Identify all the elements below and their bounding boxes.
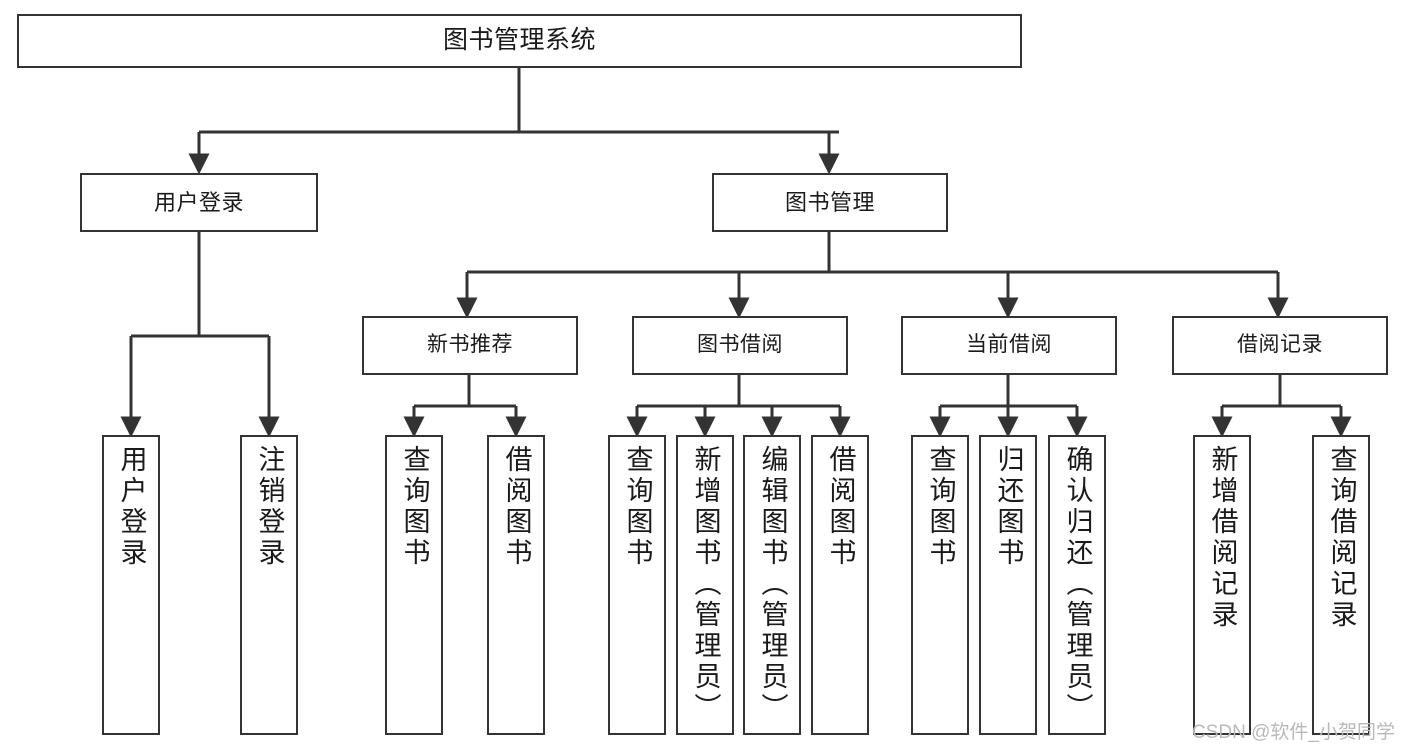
node-label: 编辑图书（管理员）	[757, 445, 788, 724]
leaf-borrow-edit-book-admin[interactable]: 编辑图书（管理员）	[743, 435, 801, 735]
node-current-borrow[interactable]: 当前借阅	[901, 316, 1117, 375]
node-label: 图书管理系统	[442, 26, 596, 55]
node-label: 图书借阅	[697, 333, 783, 357]
node-root-system[interactable]: 图书管理系统	[17, 14, 1022, 68]
node-label: 查询借阅记录	[1326, 445, 1357, 631]
node-book-management[interactable]: 图书管理	[712, 173, 948, 232]
leaf-borrow-query-book[interactable]: 查询图书	[608, 435, 666, 735]
node-label: 新书推荐	[427, 333, 513, 357]
leaf-borrow-borrow-book[interactable]: 借阅图书	[811, 435, 869, 735]
leaf-recommend-borrow-book[interactable]: 借阅图书	[487, 435, 545, 735]
node-label: 查询图书	[399, 445, 430, 569]
leaf-user-login-login[interactable]: 用户登录	[102, 435, 160, 735]
node-user-login[interactable]: 用户登录	[80, 173, 318, 232]
node-label: 查询图书	[622, 445, 653, 569]
node-label: 用户登录	[153, 189, 244, 215]
node-borrow-record[interactable]: 借阅记录	[1172, 316, 1388, 375]
watermark: CSDN @软件_小贺同学	[1192, 722, 1395, 743]
node-label: 用户登录	[116, 445, 147, 569]
leaf-current-return-book[interactable]: 归还图书	[979, 435, 1037, 735]
node-label: 借阅图书	[825, 445, 856, 569]
node-label: 查询图书	[925, 445, 956, 569]
leaf-record-add-record[interactable]: 新增借阅记录	[1193, 435, 1251, 735]
node-label: 借阅记录	[1237, 333, 1323, 357]
node-label: 新增借阅记录	[1207, 445, 1238, 631]
leaf-user-login-logout[interactable]: 注销登录	[240, 435, 298, 735]
node-label: 新增图书（管理员）	[690, 445, 721, 724]
node-book-borrow[interactable]: 图书借阅	[632, 316, 848, 375]
node-label: 当前借阅	[966, 333, 1052, 357]
leaf-record-query-record[interactable]: 查询借阅记录	[1312, 435, 1370, 735]
leaf-recommend-query-book[interactable]: 查询图书	[385, 435, 443, 735]
node-label: 归还图书	[993, 445, 1024, 569]
leaf-borrow-add-book-admin[interactable]: 新增图书（管理员）	[676, 435, 734, 735]
leaf-current-confirm-return-admin[interactable]: 确认归还（管理员）	[1048, 435, 1106, 735]
node-new-book-recommend[interactable]: 新书推荐	[362, 316, 578, 375]
leaf-current-query-book[interactable]: 查询图书	[911, 435, 969, 735]
node-label: 图书管理	[784, 189, 875, 215]
node-label: 注销登录	[254, 445, 285, 569]
node-label: 借阅图书	[501, 445, 532, 569]
node-label: 确认归还（管理员）	[1062, 445, 1093, 724]
